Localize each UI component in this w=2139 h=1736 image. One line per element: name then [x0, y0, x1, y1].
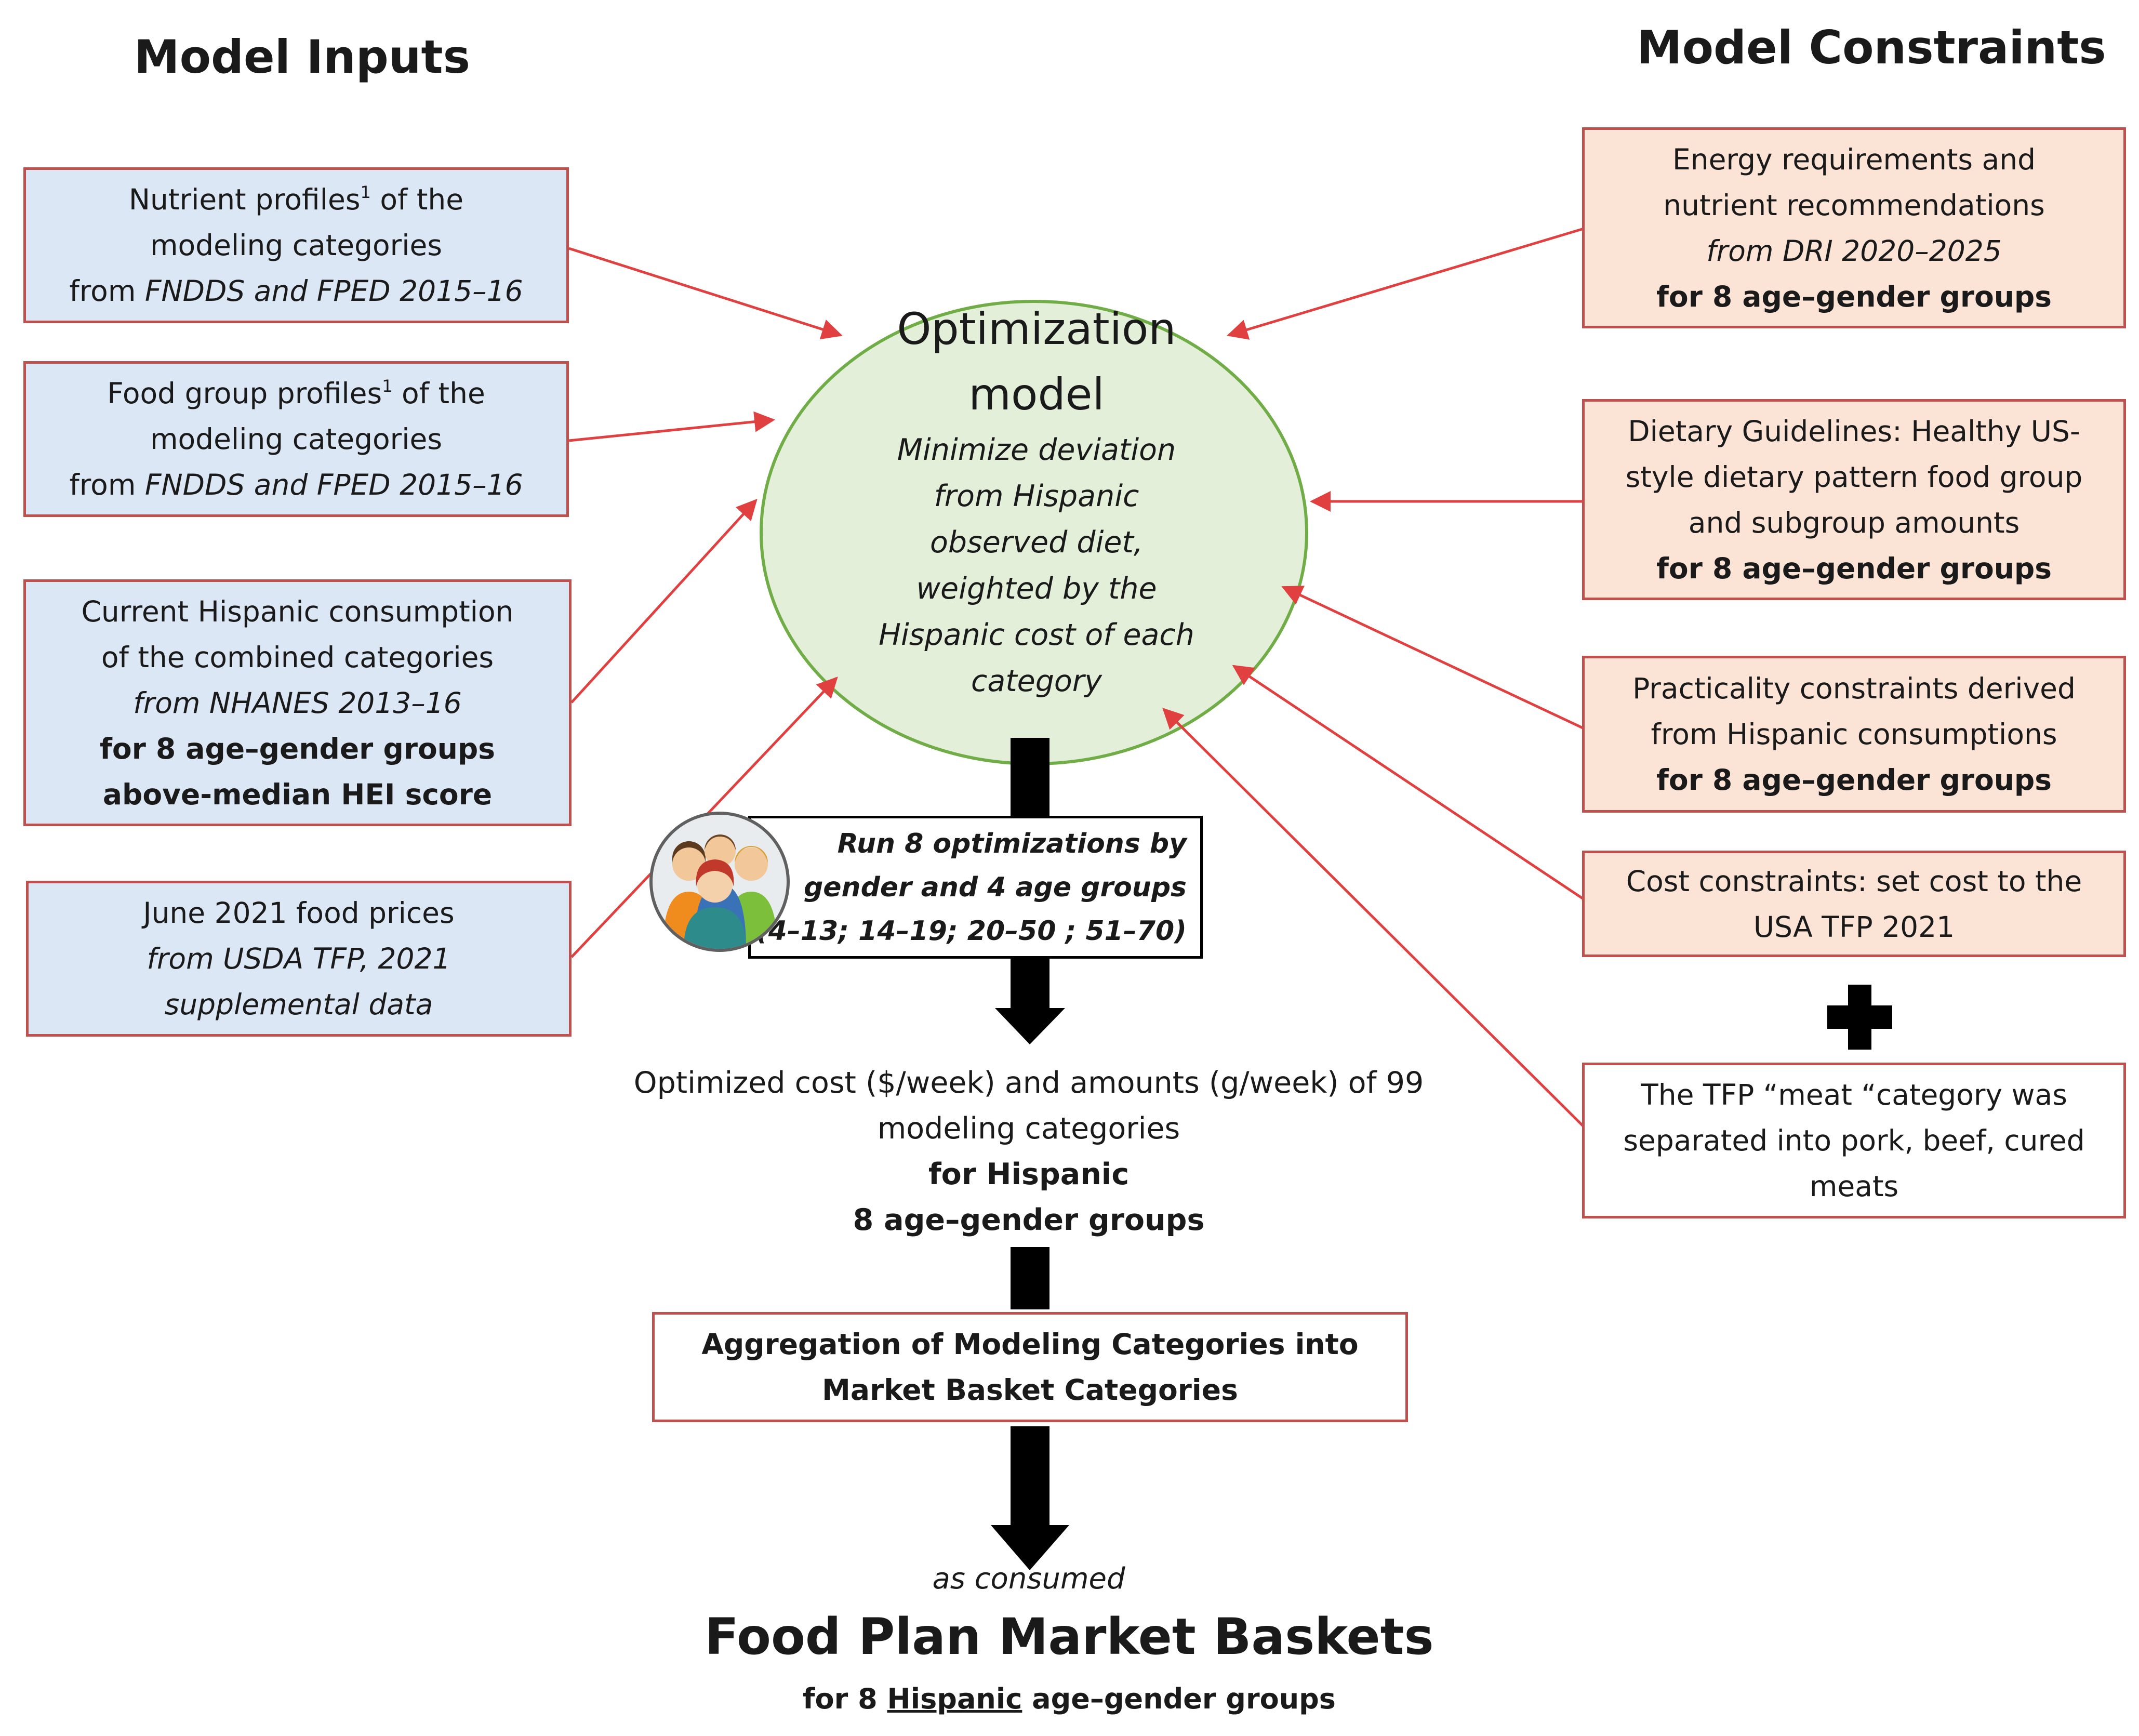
- as-consumed-label: as consumed: [932, 1562, 1125, 1596]
- edge-consumption-to-model: [570, 499, 758, 704]
- aggregation-box: Aggregation of Modeling Categories into …: [652, 1312, 1408, 1422]
- input-nutrient-profiles: Nutrient profiles1 of the modeling categ…: [23, 167, 569, 323]
- run-optimizations-callout: Run 8 optimizations by gender and 4 age …: [748, 816, 1203, 959]
- edge-practicality-to-model: [1281, 586, 1588, 732]
- people-group-icon: [649, 812, 790, 952]
- food-plan-subtitle: for 8 Hispanic age–gender groups: [803, 1682, 1336, 1715]
- food-plan-market-baskets-title: Food Plan Market Baskets: [705, 1608, 1434, 1666]
- model-constraints-heading: Model Constraints: [1637, 21, 2106, 74]
- edge-cost-to-model: [1232, 665, 1588, 903]
- input-hispanic-consumption: Current Hispanic consumption of the comb…: [23, 579, 572, 826]
- edge-meat-to-model: [1162, 708, 1588, 1131]
- model-desc-5: Hispanic cost of each: [879, 618, 1194, 652]
- model-inputs-heading: Model Inputs: [134, 30, 470, 84]
- optimized-output-text: Optimized cost ($/week) and amounts (g/w…: [633, 1066, 1424, 1237]
- model-title-line-1: Optimization: [897, 303, 1176, 354]
- model-desc-2: from Hispanic: [934, 479, 1139, 513]
- input-food-group-profiles: Food group profiles1 of the modeling cat…: [23, 361, 569, 517]
- flow-arrow-shaft-2: [1011, 1247, 1049, 1309]
- edge-foodgroup-to-model: [568, 411, 775, 442]
- flow-arrow-head-3: [991, 1525, 1069, 1570]
- input-food-prices: June 2021 food prices from USDA TFP, 202…: [26, 881, 572, 1037]
- model-desc-4: weighted by the: [916, 572, 1157, 606]
- constraint-practicality: Practicality constraints derived from Hi…: [1582, 656, 2126, 813]
- constraint-cost: Cost constraints: set cost to the USA TF…: [1582, 851, 2126, 957]
- constraint-meat-category: The TFP “meat “category was separated in…: [1582, 1063, 2126, 1218]
- flow-arrow-shaft-3: [1011, 1426, 1049, 1535]
- edge-energy-to-model: [1227, 226, 1588, 340]
- constraint-energy-requirements: Energy requirements and nutrient recomme…: [1582, 127, 2126, 328]
- model-title-line-2: model: [968, 369, 1105, 420]
- model-desc-3: observed diet,: [930, 525, 1143, 560]
- optimization-model-text: Optimization model Minimize deviation fr…: [766, 296, 1307, 705]
- model-desc-1: Minimize deviation: [897, 433, 1176, 467]
- model-desc-6: category: [971, 664, 1102, 698]
- edge-nutrient-to-model: [568, 247, 843, 340]
- flow-arrow-head-1: [995, 1008, 1065, 1044]
- constraint-dietary-guidelines: Dietary Guidelines: Healthy US- style di…: [1582, 399, 2126, 600]
